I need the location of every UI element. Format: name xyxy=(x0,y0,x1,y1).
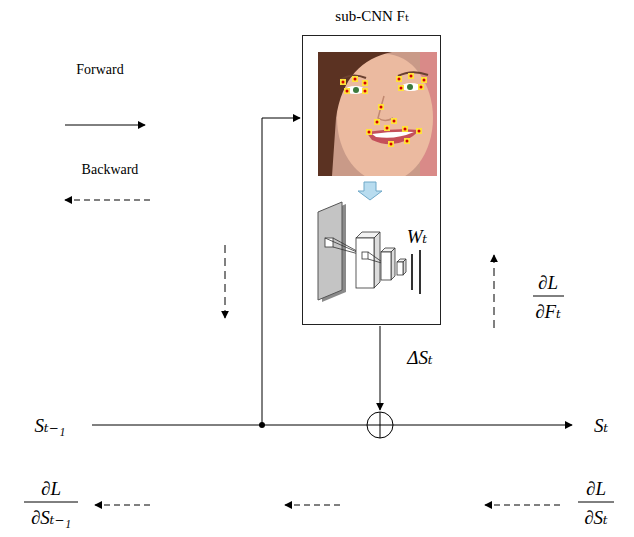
sum-symbol xyxy=(367,412,393,438)
fraction-numerator: ∂L xyxy=(586,479,606,498)
cnn-icon xyxy=(318,202,420,302)
landmark xyxy=(340,79,346,85)
sub-network-box: sub-CNN FₜWₜ xyxy=(302,35,441,325)
landmark xyxy=(366,129,372,135)
backward-arrow xyxy=(65,200,150,201)
landmark-dot xyxy=(380,106,383,109)
feature-map xyxy=(397,262,403,275)
gradient-arrow xyxy=(95,505,150,506)
landmark xyxy=(396,76,402,82)
landmark xyxy=(398,85,404,91)
iris xyxy=(353,87,359,93)
state-symbol: Sₜ xyxy=(594,416,608,435)
sum-cross xyxy=(367,412,393,438)
landmark-dot xyxy=(418,130,421,133)
landmark xyxy=(378,104,384,110)
landmark xyxy=(388,141,394,147)
landmark-dot xyxy=(364,90,367,93)
landmark-dot xyxy=(364,82,367,85)
fraction-bar xyxy=(533,296,564,297)
landmark-dot xyxy=(376,121,379,124)
landmark-dot xyxy=(423,79,426,82)
landmark xyxy=(344,88,350,94)
legend-word: Forward xyxy=(76,63,123,77)
landmark xyxy=(384,125,390,131)
junction-dot xyxy=(259,422,265,428)
feature-map xyxy=(356,238,374,288)
gradient-arrow xyxy=(485,505,560,506)
landmark-dot xyxy=(354,78,357,81)
landmark xyxy=(404,138,410,144)
fraction-numerator: ∂L xyxy=(538,273,558,292)
landmark-dot xyxy=(400,87,403,90)
hair xyxy=(318,52,392,176)
update-arrow xyxy=(380,326,381,410)
teeth xyxy=(372,132,414,138)
face-photo xyxy=(318,52,437,176)
landmark-dot xyxy=(406,140,409,143)
landmark xyxy=(421,77,427,83)
iris xyxy=(407,84,413,90)
update-symbol: ΔSₜ xyxy=(407,348,432,367)
weight-symbol: Wₜ xyxy=(407,227,428,246)
box-title: sub-CNN Fₜ xyxy=(335,9,408,24)
landmark xyxy=(362,88,368,94)
landmark-dot xyxy=(420,86,423,89)
landmark-centres xyxy=(342,75,426,146)
gradient-arrow xyxy=(285,505,340,506)
block-arrow xyxy=(358,182,382,200)
state-symbol: Sₜ₋₁ xyxy=(35,416,66,435)
landmark xyxy=(416,128,422,134)
landmark-dot xyxy=(410,75,413,78)
landmark xyxy=(374,119,380,125)
feature-map xyxy=(391,248,395,280)
landmark xyxy=(408,73,414,79)
state-line xyxy=(92,425,572,426)
backward-arrow xyxy=(225,245,226,318)
fraction-bar xyxy=(24,502,78,503)
fraction-numerator: ∂L xyxy=(41,479,61,498)
landmark xyxy=(362,80,368,86)
fc-layer xyxy=(411,254,413,290)
fraction-bar xyxy=(578,502,614,503)
fc-layer xyxy=(419,250,421,294)
landmark xyxy=(391,118,397,124)
fraction-denominator: ∂Sₜ₋₁ xyxy=(31,508,71,527)
landmark-dot xyxy=(404,128,407,131)
landmark-points xyxy=(340,73,427,147)
landmark-dot xyxy=(398,78,401,81)
legend-word: Backward xyxy=(82,163,139,177)
gradient-arrow xyxy=(494,255,495,328)
forward-arrow xyxy=(65,125,145,126)
feature-map xyxy=(381,252,391,280)
fraction-denominator: ∂Fₜ xyxy=(535,302,561,321)
landmark-dot xyxy=(346,90,349,93)
landmark-dot xyxy=(342,81,345,84)
branch-wire xyxy=(262,118,300,425)
landmark xyxy=(352,76,358,82)
landmark xyxy=(402,126,408,132)
landmark xyxy=(418,84,424,90)
feature-map xyxy=(403,259,406,275)
landmark-dot xyxy=(368,131,371,134)
landmark-dot xyxy=(393,120,396,123)
landmark-dot xyxy=(390,143,393,146)
fraction-denominator: ∂Sₜ xyxy=(584,508,608,527)
receptive-field xyxy=(362,252,368,259)
nose xyxy=(378,96,393,121)
input-plane xyxy=(318,202,342,300)
landmark-dot xyxy=(386,127,389,130)
